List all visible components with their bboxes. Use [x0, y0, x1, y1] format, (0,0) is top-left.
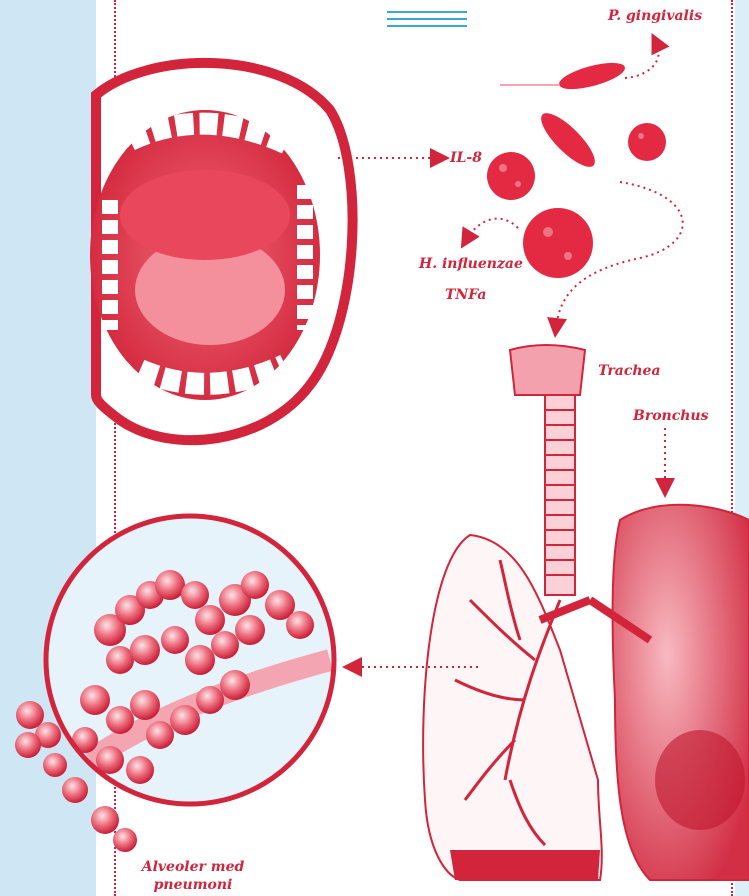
- bacteria-illustration: [487, 58, 666, 278]
- mouth-illustration: [90, 63, 353, 440]
- p-gingivalis-label: P. gingivalis: [608, 8, 702, 24]
- alveoler-label-line1: Alveoler med: [128, 858, 258, 876]
- h-influenzae-label: H. influenzae: [419, 256, 523, 272]
- alveoli-illustration: [15, 516, 334, 852]
- lungs-illustration: [423, 345, 749, 880]
- trachea-label: Trachea: [598, 363, 661, 379]
- alveoler-label-line2: pneumoni: [128, 876, 258, 894]
- tnfa-label: TNFa: [445, 287, 486, 303]
- bronchus-label: Bronchus: [633, 408, 709, 424]
- il8-label: IL-8: [450, 150, 482, 166]
- alveoler-label: Alveoler med pneumoni: [128, 858, 258, 894]
